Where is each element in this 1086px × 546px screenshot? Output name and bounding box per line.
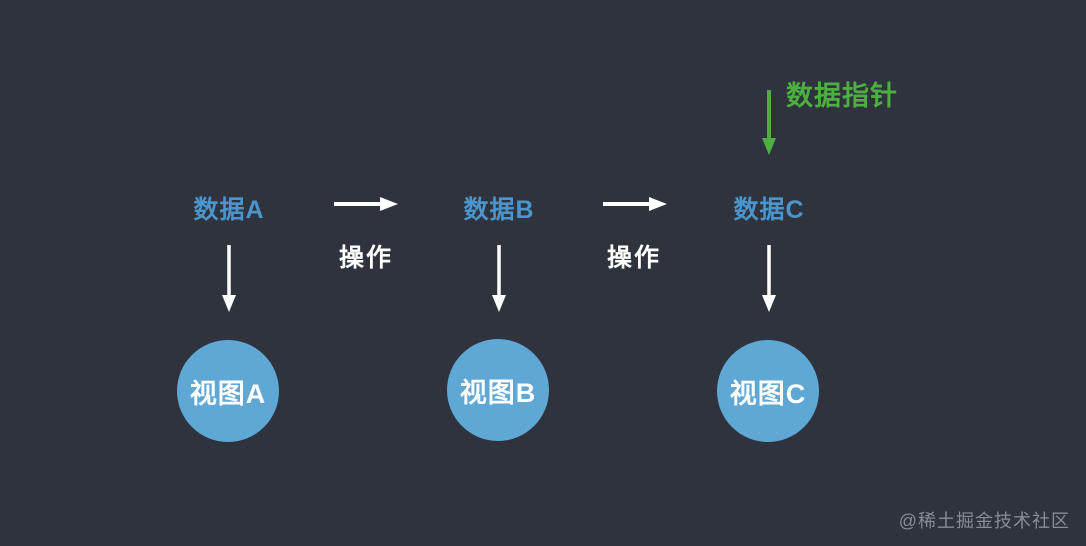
view-c-circle: 视图C — [717, 340, 819, 442]
arrow-data-b-to-view-b-icon — [492, 245, 506, 312]
data-pointer-label: 数据指针 — [786, 81, 898, 111]
data-pointer-arrow-icon — [762, 90, 776, 155]
operation-label-1: 操作 — [338, 244, 394, 272]
view-c-label: 视图C — [729, 378, 807, 409]
view-b-circle: 视图B — [447, 339, 549, 441]
arrow-a-to-b-icon — [334, 197, 398, 211]
arrow-data-a-to-view-a-icon — [222, 245, 236, 312]
arrow-b-to-c-icon — [603, 197, 667, 211]
view-a-circle: 视图A — [177, 340, 279, 442]
view-b-label: 视图B — [459, 377, 537, 408]
view-a-label: 视图A — [189, 378, 267, 409]
arrow-data-c-to-view-c-icon — [762, 245, 776, 312]
operation-label-2: 操作 — [606, 244, 662, 272]
data-a-label: 数据A — [193, 196, 265, 224]
data-c-label: 数据C — [733, 196, 805, 224]
watermark: @稀土掘金技术社区 — [898, 511, 1070, 531]
data-b-label: 数据B — [463, 196, 535, 224]
